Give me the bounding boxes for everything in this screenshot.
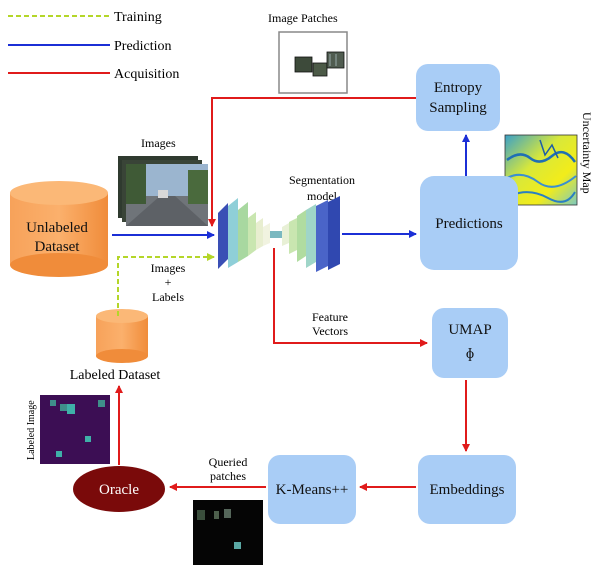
legend-training-label: Training	[114, 10, 162, 25]
labeled-dataset-cylinder	[96, 309, 148, 363]
uncertainty-map-image	[504, 134, 578, 206]
images-stack	[118, 156, 208, 226]
images-labels-line2: +	[165, 275, 172, 289]
feature-vectors-line2: Vectors	[312, 324, 348, 338]
kmeans-label: K-Means++	[276, 482, 349, 498]
legend: Training Prediction Acquisition	[8, 10, 179, 82]
segmentation-model-line1: Segmentation	[289, 173, 355, 187]
entropy-sampling-box	[416, 64, 500, 131]
feature-vectors-line1: Feature	[312, 310, 348, 324]
legend-acquisition-label: Acquisition	[114, 67, 179, 82]
uncertainty-map-label: Uncertainty Map	[580, 112, 594, 194]
entropy-sampling-line1: Entropy	[434, 80, 483, 96]
queried-patches-line1: Queried	[209, 455, 248, 469]
umap-line1: UMAP	[448, 322, 491, 338]
segmentation-model-network	[218, 196, 340, 272]
kmeans-box	[268, 455, 356, 524]
arrow-model-to-umap	[273, 248, 428, 347]
umap-line2: ɸ	[466, 346, 474, 362]
queried-patches-image	[193, 500, 263, 565]
queried-patches-line2: patches	[210, 469, 246, 483]
labeled-dataset-label: Labeled Dataset	[70, 368, 161, 383]
entropy-sampling-line2: Sampling	[429, 100, 487, 116]
arrow-labeled-to-model	[117, 253, 215, 316]
connectors	[112, 97, 470, 491]
embeddings-box	[418, 455, 516, 524]
images-labels-line1: Images	[151, 261, 186, 275]
unlabeled-dataset-line2: Dataset	[35, 239, 81, 255]
unlabeled-dataset-line1: Unlabeled	[26, 220, 88, 236]
labeled-image-label: Labeled Image	[26, 400, 37, 460]
legend-prediction-label: Prediction	[114, 39, 172, 54]
image-patches-label: Image Patches	[268, 11, 338, 25]
predictions-box	[420, 176, 518, 270]
unlabeled-dataset-cylinder	[10, 181, 108, 277]
images-label: Images	[141, 136, 176, 150]
umap-box	[432, 308, 508, 378]
embeddings-label: Embeddings	[430, 482, 505, 498]
images-labels-line3: Labels	[152, 290, 184, 304]
arrow-entropy-to-model	[208, 97, 416, 227]
oracle-label: Oracle	[99, 482, 139, 498]
segmentation-model-line2: model	[307, 189, 338, 203]
predictions-label: Predictions	[435, 216, 503, 232]
labeled-image	[40, 395, 110, 464]
image-patches-thumbnails	[294, 51, 345, 77]
oracle-node	[73, 466, 165, 512]
